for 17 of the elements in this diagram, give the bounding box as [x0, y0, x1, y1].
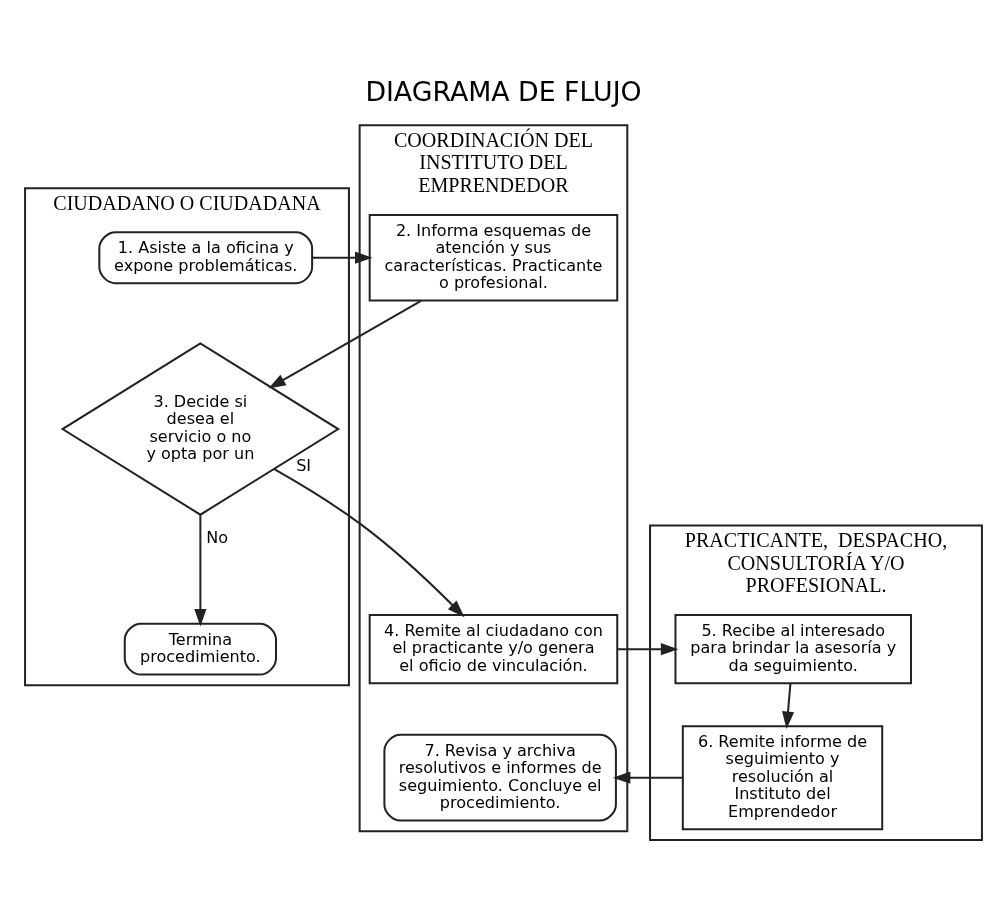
node-box: 5. Recibe al interesado para brindar la asesoría y da seguimiento.	[673, 613, 912, 684]
arrow	[273, 467, 464, 617]
node-box: 6. Remite informe de seguimiento y resolución al Instituto del Emprendedor	[681, 724, 883, 830]
arrow	[312, 251, 372, 264]
arrow	[612, 771, 682, 784]
arrow	[781, 683, 794, 729]
arrow	[193, 514, 206, 626]
node-box: Termina procedimiento.	[123, 622, 277, 676]
edge-label: No	[205, 527, 228, 547]
node-box: 1. Asiste a la oficina y expone problemáticas.	[97, 230, 313, 284]
node-box: 4. Remite al ciudadano con el practicante y/o genera el oficio de vinculación.	[368, 613, 618, 684]
arrow	[617, 642, 678, 655]
diagram-title: DIAGRAMA DE FLUJO	[364, 75, 642, 107]
edge-label: SI	[295, 455, 311, 475]
arrow	[267, 299, 422, 389]
node-box: 2. Informa esquemas de atención y sus características. Practicante o profesional.	[368, 213, 618, 302]
node-box: 7. Revisa y archiva resolutivos e informes de seguimiento. Concluye el procedimiento.	[382, 733, 617, 821]
